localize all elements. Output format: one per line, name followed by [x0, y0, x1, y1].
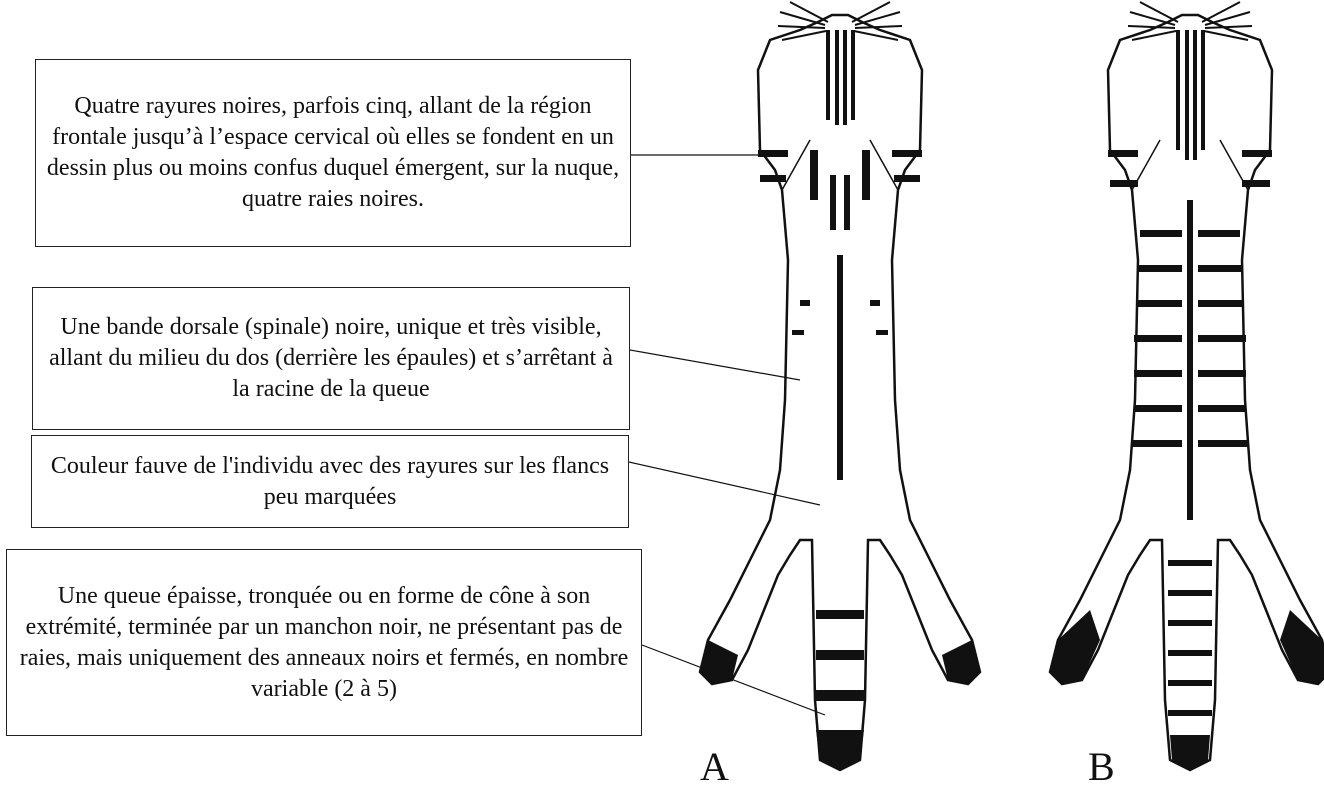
- annotation-coat-color: Couleur fauve de l'individu avec des ray…: [31, 435, 629, 528]
- annotation-text: Une queue épaisse, tronquée ou en forme …: [11, 581, 637, 705]
- pelt-figure-a: [700, 2, 980, 770]
- leader-line-2: [630, 350, 800, 380]
- pelt-figure-b: [1050, 2, 1324, 770]
- annotation-text: Une bande dorsale (spinale) noire, uniqu…: [41, 312, 621, 405]
- annotation-forehead-stripes: Quatre rayures noires, parfois cinq, all…: [35, 59, 631, 247]
- annotation-spinal-band: Une bande dorsale (spinale) noire, uniqu…: [32, 287, 630, 430]
- annotation-text: Couleur fauve de l'individu avec des ray…: [40, 451, 620, 513]
- annotation-tail: Une queue épaisse, tronquée ou en forme …: [6, 549, 642, 736]
- figure-label-a: A: [700, 747, 729, 787]
- annotation-text: Quatre rayures noires, parfois cinq, all…: [44, 91, 622, 215]
- figure-label-b: B: [1088, 747, 1115, 787]
